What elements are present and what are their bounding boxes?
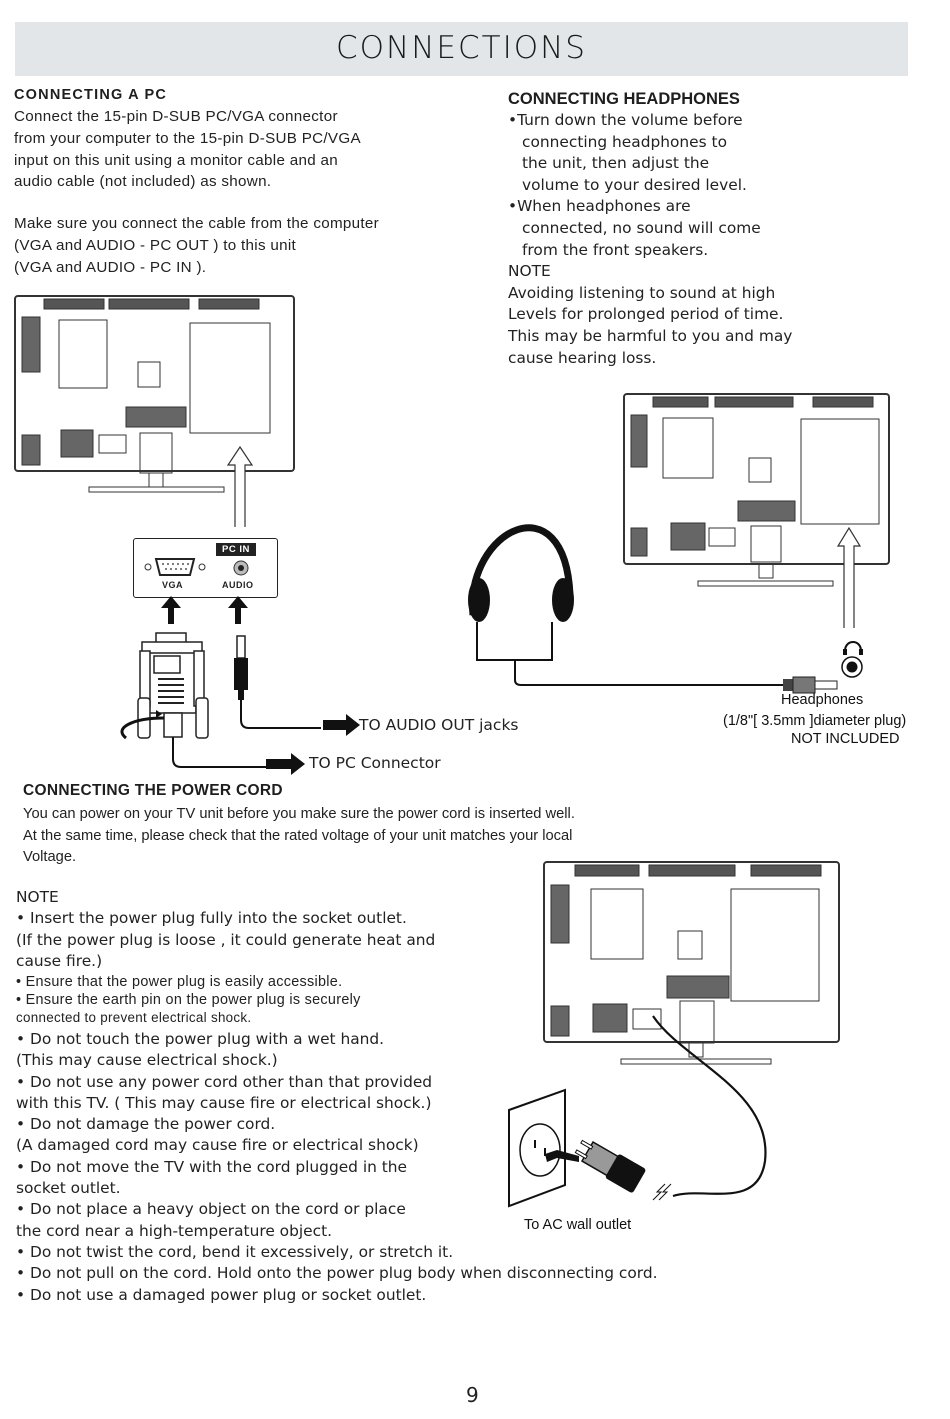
tv-rear-illustration-pc <box>14 295 295 527</box>
text-line: from the front speakers. <box>522 240 709 259</box>
ac-wall-outlet-illustration <box>508 1088 672 1208</box>
text-line: Make sure you connect the cable from the… <box>14 215 380 232</box>
pc-cable-illustration <box>120 596 360 775</box>
power-notes-small: • Ensure that the power plug is easily a… <box>16 973 361 1026</box>
power-notes-b: • Do not touch the power plug with a wet… <box>16 1029 658 1306</box>
tv-rear-illustration-power <box>543 861 840 1198</box>
text-line: (If the power plug is loose , it could g… <box>16 930 436 949</box>
text-line: • Insert the power plug fully into the s… <box>16 909 407 928</box>
text-line: • Do not use a damaged power plug or soc… <box>16 1285 427 1304</box>
text-line: the cord near a high-temperature object. <box>16 1221 333 1240</box>
headphones-instructions: •Turn down the volume before connecting … <box>508 110 792 369</box>
text-line: connecting headphones to <box>522 132 727 151</box>
text-line: Levels for prolonged period of time. <box>508 305 784 324</box>
text-line: connected to prevent electrical shock. <box>16 1010 252 1025</box>
audio-jack-icon <box>233 560 249 576</box>
text-line: cause hearing loss. <box>508 348 657 367</box>
text-line: (A damaged cord may cause fire or electr… <box>16 1136 419 1155</box>
text-line: connected, no sound will come <box>522 218 761 237</box>
power-section-heading: CONNECTING THE POWER CORD <box>23 782 283 799</box>
text-line: At the same time, please check that the … <box>23 827 573 844</box>
headphones-caption: Headphones <box>781 692 864 708</box>
text-line: • Ensure that the power plug is easily a… <box>16 974 343 990</box>
text-line: (VGA and AUDIO - PC IN ). <box>14 258 207 276</box>
text-line: the unit, then adjust the <box>522 154 710 173</box>
text-line: Connect the 15-pin D-SUB PC/VGA connecto… <box>14 108 338 125</box>
text-line: • Do not touch the power plug with a wet… <box>16 1030 385 1048</box>
vga-label: VGA <box>162 580 184 590</box>
text-line: socket outlet. <box>16 1179 121 1198</box>
page-title: CONNECTIONS <box>335 30 587 66</box>
text-line: • Do not twist the cord, bend it excessi… <box>16 1242 454 1261</box>
text-line: • Ensure the earth pin on the power plug… <box>16 992 361 1008</box>
headphones-section-heading: CONNECTING HEADPHONES <box>508 90 740 108</box>
text-line: with this TV. ( This may cause fire or e… <box>16 1093 432 1112</box>
text-line: • Do not use any power cord other than t… <box>16 1072 433 1091</box>
text-line: (This may cause electrical shock.) <box>16 1051 278 1070</box>
text-line: • Do not pull on the cord. Hold onto the… <box>16 1264 658 1283</box>
audio-out-label: TO AUDIO OUT jacks <box>359 716 519 734</box>
plug-size-caption: (1/8"[ 3.5mm ]diameter plug) <box>723 713 907 729</box>
audio-label: AUDIO <box>222 580 254 590</box>
ac-wall-outlet-caption: To AC wall outlet <box>524 1217 632 1233</box>
text-line: volume to your desired level. <box>522 175 747 194</box>
pc-paragraph-2: Make sure you connect the cable from the… <box>14 213 379 278</box>
vga-port-icon <box>144 558 206 576</box>
text-line: Avoiding listening to sound at high <box>508 283 776 302</box>
headphones-illustration <box>468 524 838 694</box>
not-included-caption: NOT INCLUDED <box>791 731 900 747</box>
pc-connector-label: TO PC Connector <box>309 754 441 772</box>
pc-in-panel: PC IN VGA AUDIO <box>133 538 278 598</box>
title-banner: CONNECTIONS <box>15 22 908 76</box>
note-label: NOTE <box>16 888 59 906</box>
text-line: input on this unit using a monitor cable… <box>14 151 338 169</box>
text-line: • Do not place a heavy object on the cor… <box>16 1200 406 1219</box>
pc-section-heading: CONNECTING A PC <box>14 87 168 103</box>
text-line: This may be harmful to you and may <box>508 326 793 345</box>
text-line: cause fire.) <box>16 951 103 970</box>
page-number: 9 <box>466 1383 479 1407</box>
pc-paragraph-1: Connect the 15-pin D-SUB PC/VGA connecto… <box>14 106 361 193</box>
text-line: You can power on your TV unit before you… <box>23 806 575 822</box>
text-line: Voltage. <box>23 849 77 866</box>
bullet-line: •When headphones are <box>508 197 691 216</box>
text-line: audio cable (not included) as shown. <box>14 173 272 191</box>
bullet-line: •Turn down the volume before <box>508 111 743 129</box>
tv-rear-illustration-headphones <box>623 393 890 628</box>
power-notes-a: NOTE • Insert the power plug fully into … <box>16 887 435 972</box>
text-line: (VGA and AUDIO - PC OUT ) to this unit <box>14 236 297 254</box>
text-line: • Do not damage the power cord. <box>16 1115 276 1134</box>
text-line: from your computer to the 15-pin D-SUB P… <box>14 129 361 147</box>
headphone-jack-icon <box>841 641 863 678</box>
pc-in-badge: PC IN <box>216 543 256 556</box>
text-line: • Do not move the TV with the cord plugg… <box>16 1157 408 1176</box>
note-label: NOTE <box>508 262 551 281</box>
power-intro: You can power on your TV unit before you… <box>23 804 575 869</box>
